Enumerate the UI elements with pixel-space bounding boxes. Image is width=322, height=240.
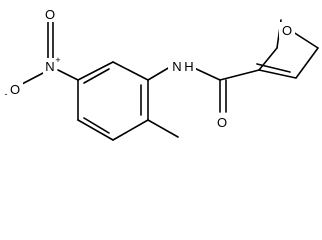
furan-ring — [219, 19, 319, 81]
amide-group — [147, 66, 227, 113]
svg-text:N: N — [172, 59, 181, 74]
nitro-group — [21, 21, 79, 85]
atom-amide-nh: N H — [168, 58, 196, 74]
svg-text:O: O — [10, 82, 20, 97]
benzene-ring — [77, 61, 149, 141]
svg-text:N: N — [45, 59, 54, 74]
atom-nitro-o-top: O — [42, 6, 58, 22]
svg-text:O: O — [45, 7, 55, 22]
atom-carbonyl-o: O — [214, 114, 230, 130]
svg-text:H: H — [184, 59, 193, 74]
atom-nitro-n: N + — [43, 55, 61, 74]
atom-nitro-o-minus: O - — [5, 81, 23, 99]
atom-furan-o: O — [279, 22, 295, 38]
svg-text:O: O — [282, 23, 292, 38]
svg-text:O: O — [217, 115, 227, 130]
chemical-structure-diagram: N + O O - N H O O — [5, 6, 319, 141]
svg-text:-: - — [5, 89, 8, 99]
aryl-methyl-bond — [147, 119, 179, 138]
svg-text:+: + — [55, 55, 60, 65]
